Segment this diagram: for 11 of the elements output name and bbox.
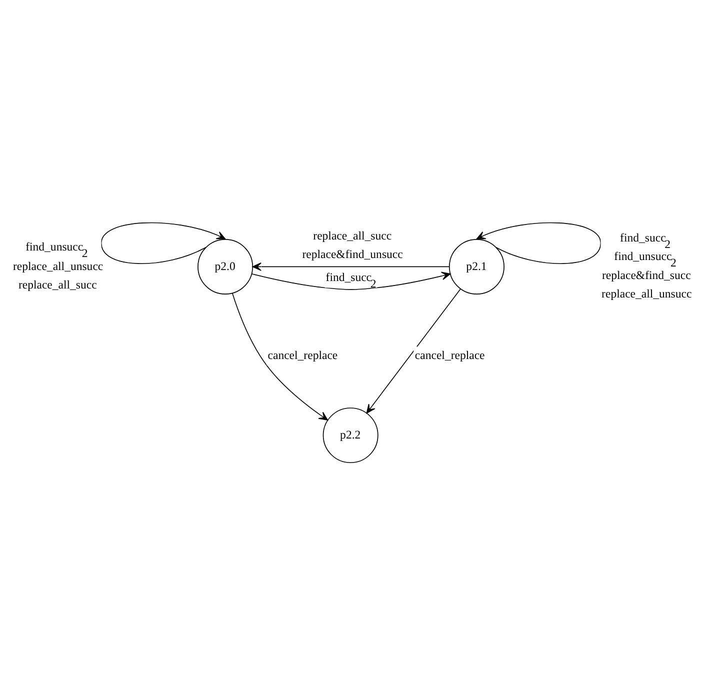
- node-circle: p2.0: [198, 238, 254, 294]
- arrow: [476, 222, 602, 264]
- edge-label: cancel_replace: [268, 348, 338, 362]
- arrow: [100, 222, 226, 264]
- arrow: [232, 292, 328, 420]
- node-circle: p2.2: [322, 407, 378, 463]
- arrow: [366, 288, 461, 413]
- arrow: [252, 262, 450, 270]
- edge-label: cancel_replace: [414, 348, 485, 362]
- node-circle: p2.1: [448, 238, 504, 294]
- arrow: [251, 271, 451, 290]
